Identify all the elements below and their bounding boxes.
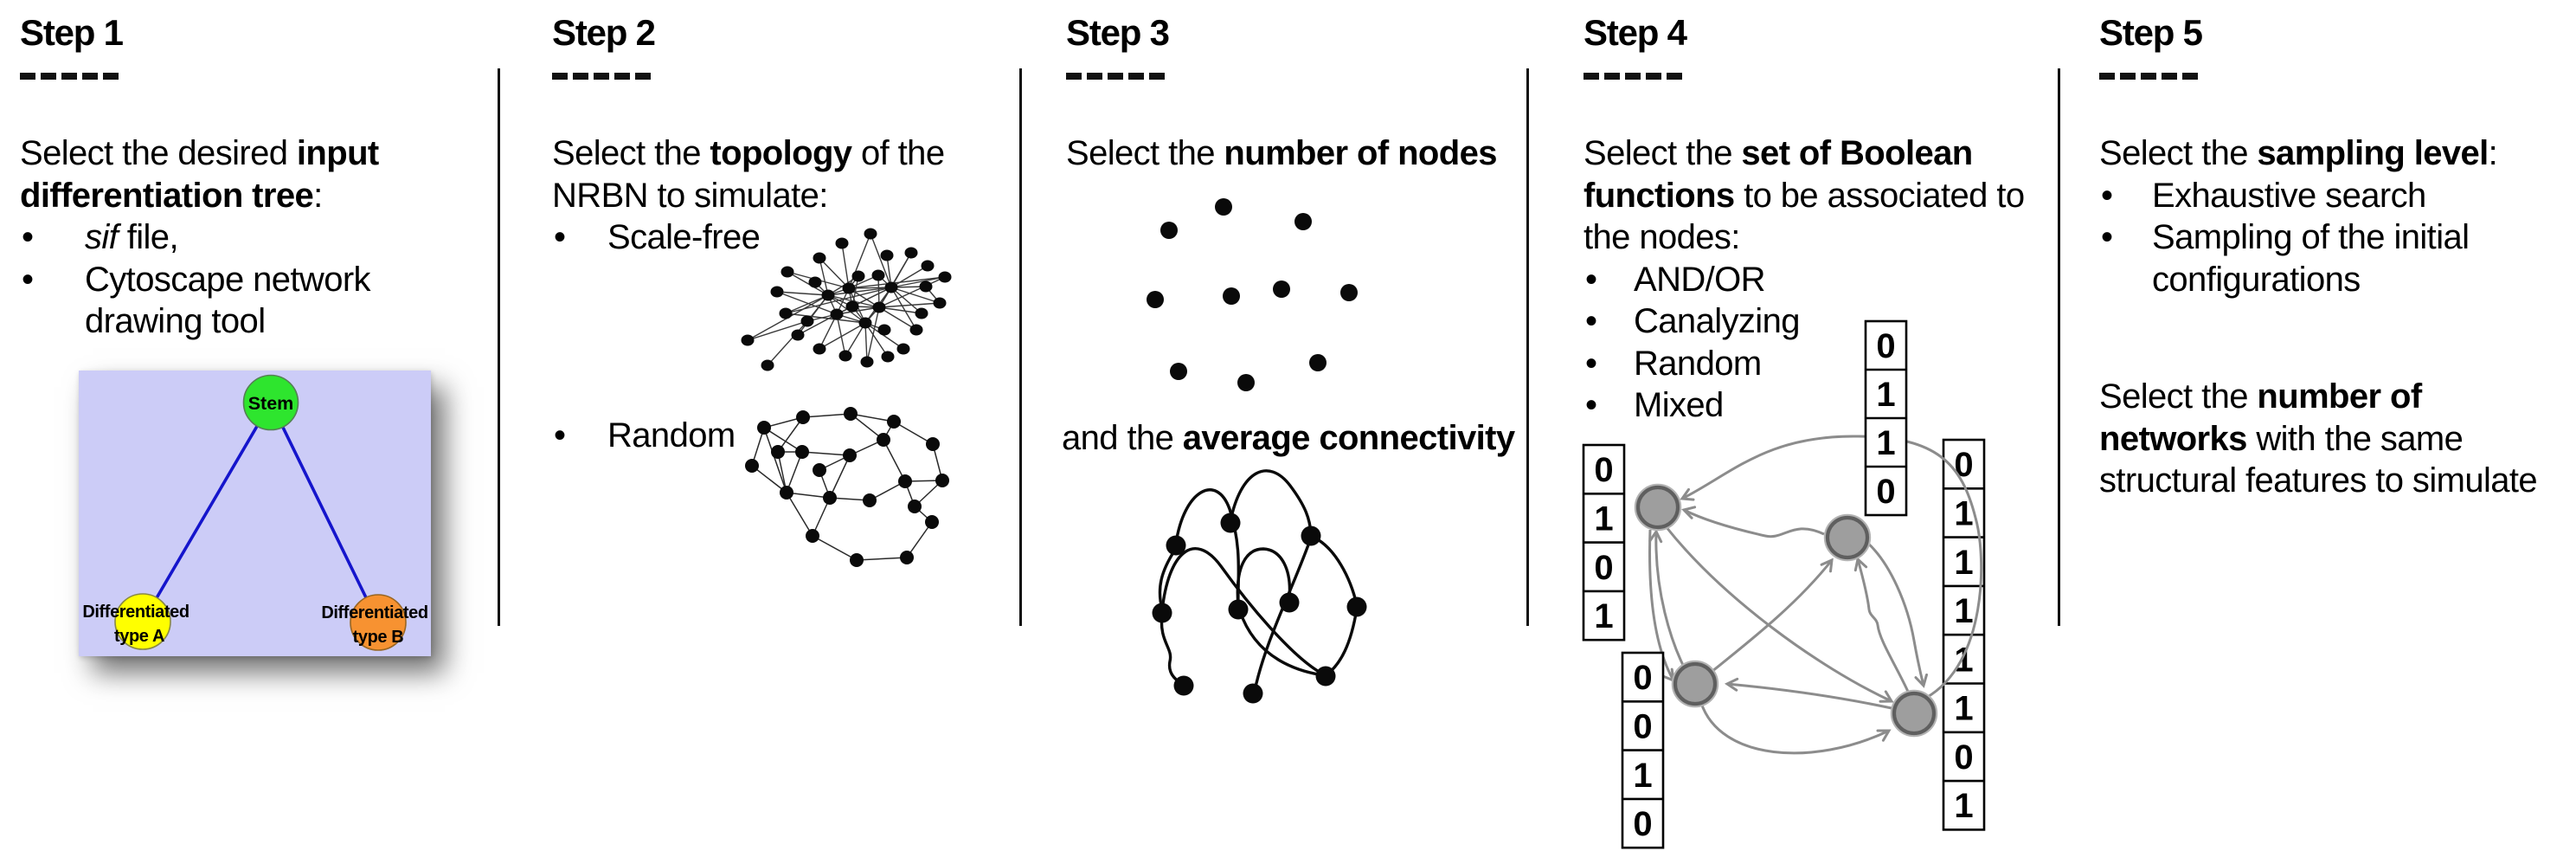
svg-text:1: 1 bbox=[1954, 544, 1973, 582]
svg-text:0: 0 bbox=[1594, 451, 1613, 489]
svg-text:0: 0 bbox=[1954, 738, 1973, 777]
svg-text:0: 0 bbox=[1876, 327, 1895, 365]
svg-text:type A: type A bbox=[114, 627, 164, 646]
svg-text:Stem: Stem bbox=[248, 393, 294, 414]
svg-text:Differentiated: Differentiated bbox=[321, 603, 427, 622]
svg-text:1: 1 bbox=[1876, 424, 1895, 462]
svg-text:1: 1 bbox=[1954, 641, 1973, 679]
svg-text:type B: type B bbox=[353, 628, 404, 647]
svg-text:1: 1 bbox=[1954, 592, 1973, 630]
svg-text:1: 1 bbox=[1954, 494, 1973, 532]
svg-text:1: 1 bbox=[1594, 597, 1613, 635]
svg-text:1: 1 bbox=[1876, 376, 1895, 414]
svg-text:0: 0 bbox=[1594, 549, 1613, 587]
svg-text:0: 0 bbox=[1954, 446, 1973, 484]
svg-text:0: 0 bbox=[1633, 805, 1652, 843]
svg-text:1: 1 bbox=[1954, 787, 1973, 825]
svg-text:1: 1 bbox=[1633, 757, 1652, 795]
svg-text:1: 1 bbox=[1954, 690, 1973, 728]
svg-text:0: 0 bbox=[1876, 473, 1895, 511]
svg-text:1: 1 bbox=[1594, 500, 1613, 538]
svg-text:0: 0 bbox=[1633, 659, 1652, 697]
svg-text:Differentiated: Differentiated bbox=[82, 603, 189, 622]
svg-text:0: 0 bbox=[1633, 707, 1652, 745]
